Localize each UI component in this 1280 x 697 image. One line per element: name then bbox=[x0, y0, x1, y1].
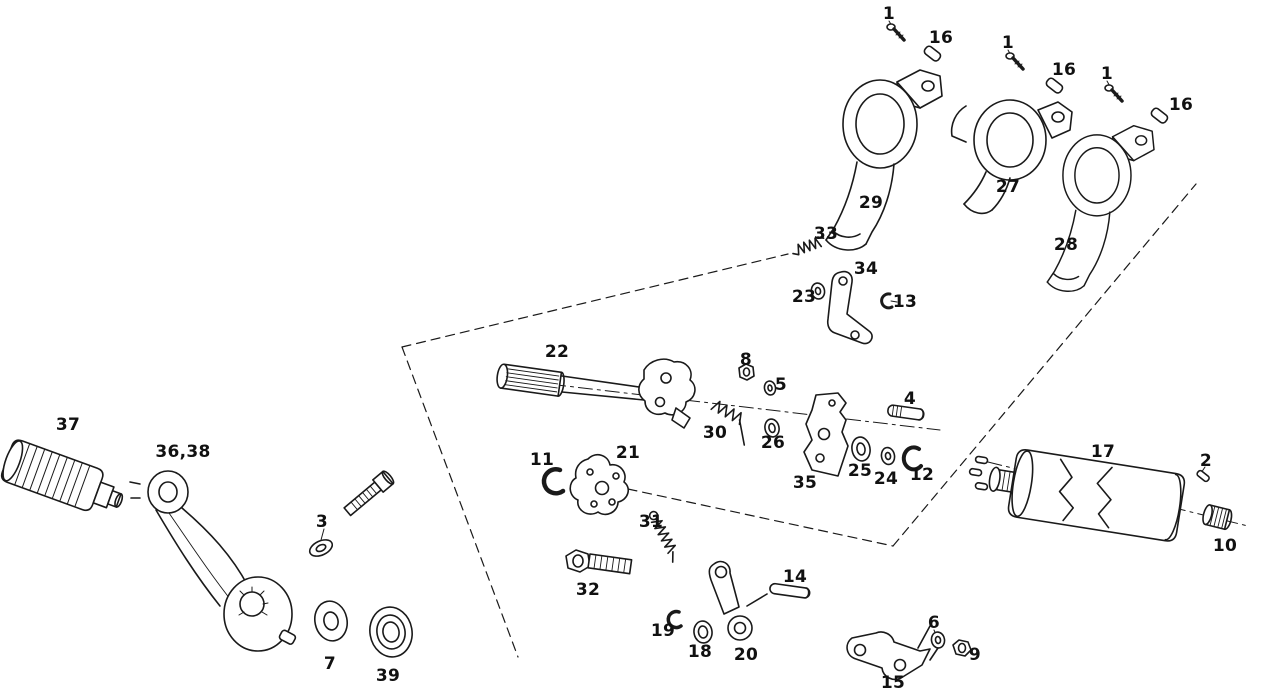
part-19-retaining-ring bbox=[666, 609, 683, 630]
part-6-washer bbox=[930, 631, 946, 649]
part-15-lever bbox=[846, 625, 943, 681]
part-1-screw bbox=[1004, 51, 1025, 71]
part-16-dowel-pin bbox=[1044, 76, 1065, 96]
construction-lines bbox=[401, 183, 1197, 658]
part-24-washer bbox=[880, 446, 896, 466]
part-3-bolt bbox=[308, 470, 395, 557]
part-28-shifter-fork bbox=[1046, 124, 1155, 293]
part-14-pin bbox=[769, 582, 811, 599]
part-39-washer bbox=[369, 606, 413, 658]
part-12-retaining-ring bbox=[901, 445, 923, 472]
part-17-shifter-drum bbox=[968, 449, 1186, 542]
part-36-38-shift-lever bbox=[129, 470, 297, 652]
part-2-pin bbox=[1196, 469, 1210, 483]
part-37-footpeg bbox=[0, 439, 124, 512]
part-18-bushing bbox=[693, 620, 713, 644]
part-8-nut bbox=[738, 363, 755, 381]
part-30-spring bbox=[710, 400, 746, 446]
part-4-pin bbox=[887, 404, 925, 421]
part-23-washer bbox=[810, 282, 826, 300]
part-26-washer bbox=[764, 418, 780, 438]
part-27-shifter-fork bbox=[950, 99, 1073, 215]
part-33-spring bbox=[792, 236, 825, 256]
part-22-shifter-shaft bbox=[496, 358, 696, 429]
part-5-washer bbox=[763, 380, 777, 396]
part-1-screw bbox=[885, 22, 906, 42]
part-16-dowel-pin bbox=[1149, 106, 1170, 126]
part-35-bracket bbox=[803, 392, 849, 477]
part-31-spring bbox=[648, 510, 677, 563]
part-16-dowel-pin bbox=[922, 44, 943, 64]
part-11-retaining-ring bbox=[541, 467, 566, 496]
part-32-bolt bbox=[565, 549, 633, 575]
part-29-shifter-fork bbox=[825, 69, 943, 251]
part-7-washer bbox=[314, 600, 348, 642]
part-1-screw bbox=[1103, 83, 1124, 103]
part-21-cam-plate bbox=[569, 453, 630, 516]
part-9-nut bbox=[952, 639, 972, 657]
part-25-spacer bbox=[851, 436, 871, 462]
part-13-retaining-ring bbox=[880, 292, 894, 310]
part-34-lever bbox=[826, 270, 873, 345]
part-10-plug bbox=[1202, 504, 1233, 531]
part-20-pawl-lever bbox=[708, 560, 768, 641]
